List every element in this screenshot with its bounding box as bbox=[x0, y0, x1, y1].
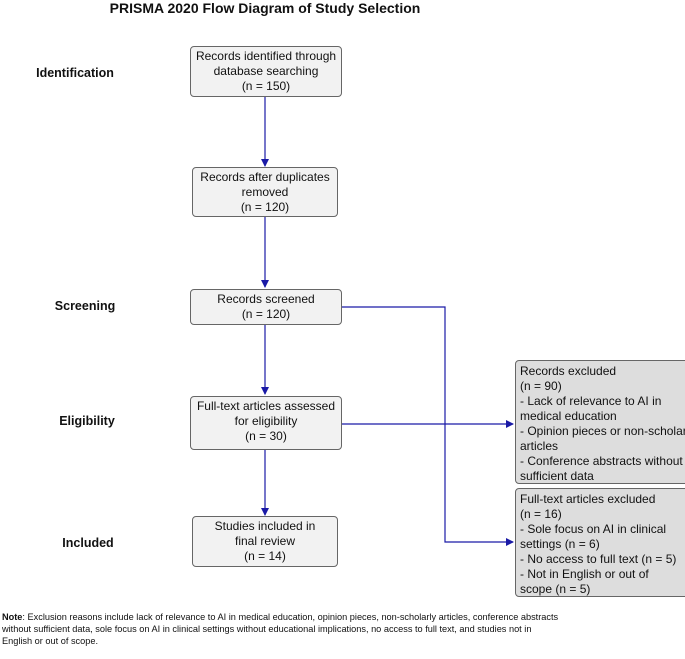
arrow-screened-to-records-excluded bbox=[342, 306, 514, 428]
box-line: articles bbox=[520, 439, 559, 453]
box-fulltext-excluded: Full-text articles excluded (n = 16) - S… bbox=[515, 488, 685, 597]
box-line: database searching bbox=[213, 64, 319, 78]
box-line: (n = 120) bbox=[240, 200, 290, 214]
box-line: scope (n = 5) bbox=[520, 582, 591, 596]
footnote: Note: Exclusion reasons include lack of … bbox=[2, 611, 562, 647]
box-records-screened: Records screened (n = 120) bbox=[190, 289, 342, 325]
box-line: for eligibility bbox=[234, 414, 298, 428]
box-line: - Not in English or out of bbox=[520, 567, 649, 581]
box-line: - Lack of relevance to AI in bbox=[520, 394, 662, 408]
stage-eligibility-label: Eligibility bbox=[59, 414, 115, 428]
box-line: Records after duplicates bbox=[200, 170, 330, 184]
box-line: (n = 14) bbox=[244, 549, 286, 563]
box-records-after-duplicates: Records after duplicates removed (n = 12… bbox=[192, 167, 338, 217]
box-line: Studies included in bbox=[214, 519, 316, 533]
box-line: - Conference abstracts without bbox=[520, 454, 683, 468]
footnote-label: Note bbox=[2, 612, 23, 622]
box-line: (n = 90) bbox=[520, 379, 562, 393]
box-full-text-assessed: Full-text articles assessed for eligibil… bbox=[190, 396, 342, 450]
box-line: removed bbox=[241, 185, 289, 199]
stage-screening-label: Screening bbox=[54, 299, 116, 313]
box-line: - Opinion pieces or non-scholarly bbox=[520, 424, 685, 438]
box-records-excluded: Records excluded (n = 90) - Lack of rele… bbox=[515, 360, 685, 484]
box-line: Full-text articles assessed bbox=[196, 399, 336, 413]
box-line: Full-text articles excluded bbox=[520, 492, 656, 506]
footnote-text: : Exclusion reasons include lack of rele… bbox=[2, 612, 559, 646]
box-line: final review bbox=[234, 534, 296, 548]
box-line: (n = 16) bbox=[520, 507, 562, 521]
stage-identification-label: Identification bbox=[36, 66, 114, 80]
box-records-identified: Records identified through database sear… bbox=[190, 46, 342, 97]
box-line: settings (n = 6) bbox=[520, 537, 600, 551]
box-line: sufficient data bbox=[520, 469, 594, 483]
box-line: Records excluded bbox=[520, 364, 617, 378]
diagram-title: PRISMA 2020 Flow Diagram of Study Select… bbox=[109, 0, 421, 16]
box-line: - No access to full text (n = 5) bbox=[520, 552, 677, 566]
box-studies-included: Studies included in final review (n = 14… bbox=[192, 516, 338, 567]
box-line: Records identified through bbox=[195, 49, 337, 63]
box-line: (n = 120) bbox=[241, 307, 291, 321]
box-line: medical education bbox=[520, 409, 617, 423]
arrow-fulltext-to-fulltext-excluded bbox=[342, 423, 514, 546]
stage-included-label: Included bbox=[62, 536, 114, 550]
box-line: Records screened bbox=[217, 292, 315, 306]
box-line: - Sole focus on AI in clinical bbox=[520, 522, 667, 536]
box-line: (n = 150) bbox=[241, 79, 291, 93]
box-line: (n = 30) bbox=[245, 429, 287, 443]
